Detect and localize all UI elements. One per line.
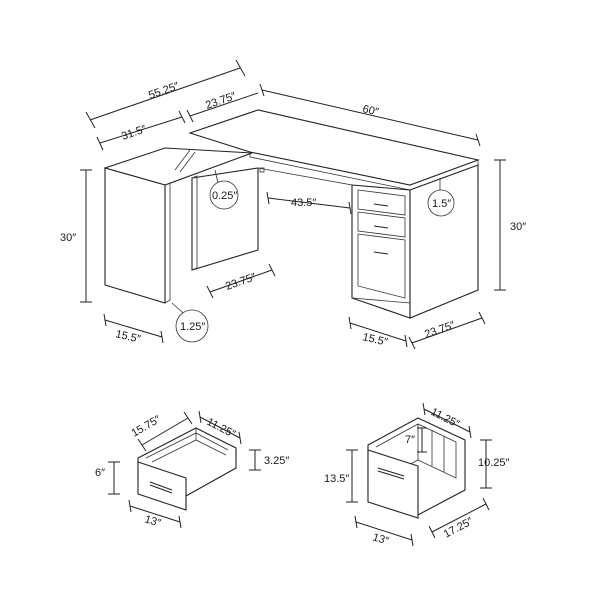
panel-thickness-label: 1.25″ <box>180 321 205 333</box>
desk-main-length-label: 60″ <box>361 103 380 118</box>
small-drawer-front-height-label: 6″ <box>95 467 105 479</box>
small-drawer-front-width-label: 13″ <box>143 513 162 529</box>
file-drawer-depth-label: 17.25″ <box>442 515 475 540</box>
middle-drawer-handle <box>373 225 389 229</box>
small-drawer: 15.75″ 11.25″ 3.25″ 6″ 13″ <box>95 410 289 530</box>
left-panel-edge <box>164 182 171 304</box>
file-drawer-inner-back <box>417 424 457 479</box>
file-drawer: 11.25″ 7″ 10.25″ 13.5″ 13″ 17.25″ <box>324 402 510 548</box>
top-thickness-callout <box>427 189 455 217</box>
top-drawer-handle <box>373 203 389 207</box>
modesty-panel <box>257 167 353 200</box>
file-drawer-front-width-label: 13″ <box>371 531 390 547</box>
pedestal-base <box>351 297 411 304</box>
knee-width-label: 43.5″ <box>291 197 316 209</box>
pedestal-depth-label: 23.75″ <box>423 319 457 341</box>
glass-sheen-2 <box>179 151 196 173</box>
glass-thickness-callout <box>209 180 239 210</box>
desk-left-height-label: 30″ <box>60 232 76 244</box>
top-thickness-label: 1.5″ <box>432 198 451 210</box>
file-drawer-front-height-label: 13.5″ <box>324 473 349 485</box>
desk-return-depth-label: 23.75″ <box>204 90 238 112</box>
glass-thickness-label: 0.25″ <box>212 190 237 202</box>
desk-right-height-label: 30″ <box>510 221 526 233</box>
panel-thickness-callout <box>175 309 209 343</box>
middle-panel-edge <box>191 175 198 271</box>
pedestal-width-label: 15.5″ <box>361 331 388 348</box>
file-drawer-side-height-label: 10.25″ <box>478 457 510 469</box>
middle-drawer-front <box>357 211 406 238</box>
desk-total-width-label: 55.25″ <box>147 80 181 102</box>
leg-depth-label: 23.75″ <box>224 271 258 293</box>
small-drawer-handle <box>149 481 173 491</box>
file-drawer-front <box>367 449 419 519</box>
top-drawer-front <box>357 189 406 216</box>
l-shaped-desk <box>103 109 480 319</box>
small-drawer-inner-height-label: 3.25″ <box>264 455 289 467</box>
desk-return-length-label: 31.5″ <box>120 123 148 143</box>
file-drawer-front-handle <box>377 467 405 477</box>
middle-support-panel <box>191 167 259 271</box>
side-width-label: 15.5″ <box>114 328 141 345</box>
glass-sheen-1 <box>174 149 191 171</box>
cable-grommet <box>259 167 265 173</box>
file-drawer-front <box>357 233 406 299</box>
main-desktop <box>188 109 480 186</box>
file-drawer-handle <box>373 251 389 255</box>
left-side-panel <box>104 167 166 304</box>
pedestal-side <box>409 164 479 319</box>
file-drawer-inner-height-label: 7″ <box>405 434 415 446</box>
